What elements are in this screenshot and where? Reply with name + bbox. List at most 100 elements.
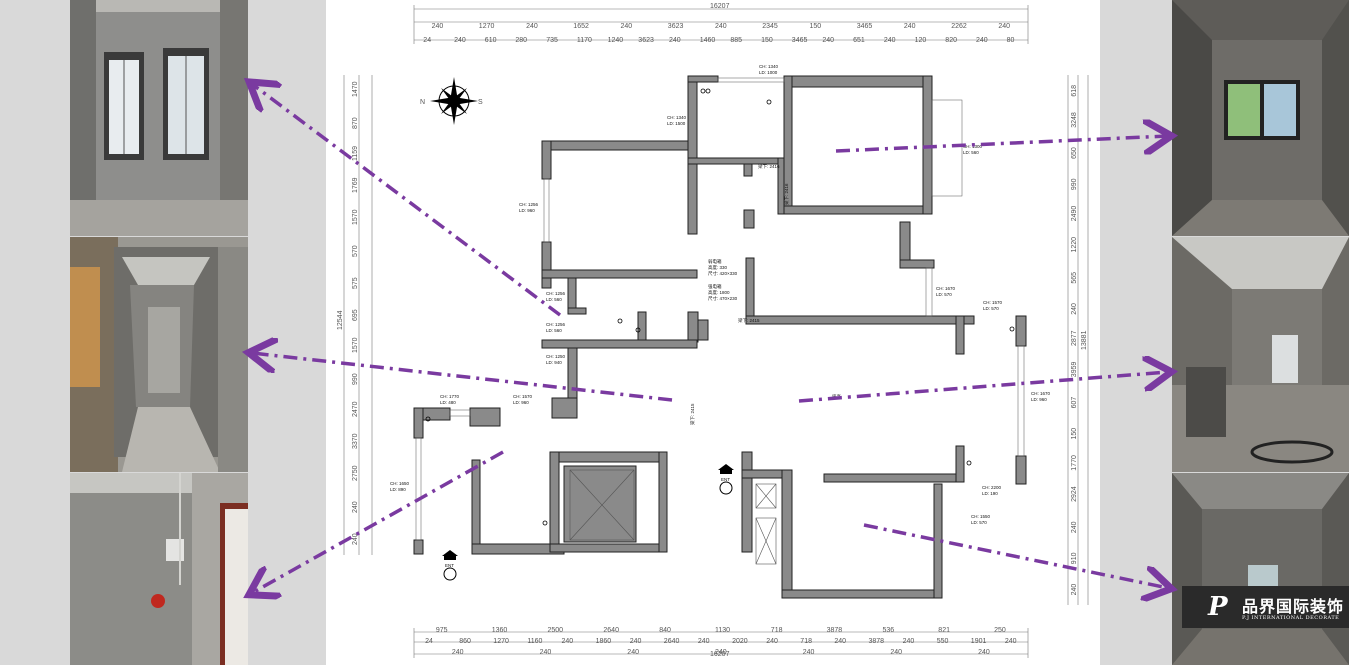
dim-label: 240	[526, 23, 538, 30]
total-width-bottom: 16207	[710, 651, 730, 658]
photo-bedroom	[1172, 473, 1349, 665]
label-elec1a: 高度: 330	[708, 264, 728, 271]
dim-label: 650	[1071, 147, 1078, 159]
dim-label: 1570	[352, 337, 359, 353]
entrance-icon	[718, 464, 734, 495]
dim-label: 150	[761, 37, 773, 44]
dim-label: 2020	[732, 638, 748, 645]
dim-label: 150	[1071, 428, 1078, 440]
dim-label: 3465	[792, 37, 808, 44]
dim-label: 3623	[638, 37, 654, 44]
dim-label: 1460	[700, 37, 716, 44]
dim-label: 240	[1071, 521, 1078, 533]
dim-label: 240	[834, 638, 846, 645]
label-w11: CH: 1670	[936, 286, 956, 291]
dim-label: 120	[915, 37, 927, 44]
label-w6: CH: 1256	[546, 322, 566, 327]
dim-label: 250	[994, 627, 1006, 634]
dim-label: 240	[884, 37, 896, 44]
dim-label: 240	[715, 23, 727, 30]
entrance-label-2: ENT	[445, 563, 454, 568]
dim-label: 1770	[1071, 455, 1078, 471]
label-beam2: 梁下: 2415	[738, 317, 760, 324]
dim-label: 2470	[352, 401, 359, 417]
label-w12b: LD: 570	[983, 306, 999, 311]
label-w2b: LD: 1500	[667, 121, 686, 126]
dim-label: 2345	[762, 23, 778, 30]
label-elec2b: 尺寸: 470×230	[708, 295, 738, 302]
dim-label: 150	[810, 23, 822, 30]
label-w4b: LD: 960	[519, 208, 535, 213]
dim-label: 240	[698, 638, 710, 645]
label-w7: CH: 1250	[546, 354, 566, 359]
dim-label: 240	[822, 37, 834, 44]
dim-label: 610	[485, 37, 497, 44]
label-w13: CH: 1670	[1031, 391, 1051, 396]
label-beam3: 梁下: 2416	[783, 183, 790, 205]
dim-label: 821	[938, 627, 950, 634]
dim-label: 280	[515, 37, 527, 44]
label-w6b: LD: 560	[546, 328, 562, 333]
label-w10b: LD: 890	[390, 487, 406, 492]
compass-s: S	[478, 99, 483, 106]
dim-label: 240	[803, 649, 815, 656]
label-w3: CH: 1300	[963, 144, 983, 149]
dim-label: 910	[1071, 552, 1078, 564]
right-dimensions	[1067, 75, 1089, 605]
photo-bedroom-window	[1172, 0, 1349, 236]
label-beam4: 梁下: 2415	[689, 403, 696, 425]
logo-english-name: P.J INTERNATIONAL DECORATE	[1242, 615, 1340, 621]
dim-label: 718	[771, 627, 783, 634]
dim-label: 240	[621, 23, 633, 30]
dim-label: 618	[1071, 85, 1078, 97]
label-w14b: LD: 190	[982, 491, 998, 496]
dim-label: 3465	[857, 23, 873, 30]
label-elec2a: 高度: 1800	[708, 289, 730, 296]
photo-living-room	[1172, 237, 1349, 472]
dim-label: 2924	[1071, 486, 1078, 502]
dim-label: 550	[937, 638, 949, 645]
photo-corridor	[70, 237, 248, 472]
dim-label: 870	[352, 117, 359, 129]
compass-n: N	[420, 99, 425, 106]
bottom-dimensions	[413, 628, 1029, 658]
dim-label: 990	[352, 373, 359, 385]
dim-label: 2750	[352, 465, 359, 481]
elevator-shaft-icon	[569, 469, 777, 565]
label-elec2: 强电箱	[708, 283, 722, 290]
dim-label: 607	[1071, 397, 1078, 409]
dim-label: 885	[730, 37, 742, 44]
dim-label: 1160	[527, 638, 542, 645]
dim-label: 1270	[479, 23, 495, 30]
label-w3b: LD: 560	[963, 150, 979, 155]
dim-label: 240	[352, 533, 359, 545]
fixture-points	[425, 88, 1015, 526]
left-total: 12544	[337, 310, 344, 330]
dim-label: 240	[352, 501, 359, 513]
dim-label: 240	[1005, 638, 1017, 645]
compass-icon	[430, 77, 478, 125]
label-w5b: LD: 560	[546, 297, 562, 302]
dim-label: 2490	[1071, 206, 1078, 222]
dim-label: 1270	[493, 638, 509, 645]
dim-label: 240	[890, 649, 902, 656]
label-w13b: LD: 960	[1031, 397, 1047, 402]
entrance-label-1: ENT	[721, 477, 730, 482]
dim-label: 718	[800, 638, 812, 645]
dim-label: 1220	[1071, 237, 1078, 253]
photo-window-room	[70, 0, 248, 236]
dim-label: 536	[883, 627, 895, 634]
dim-label: 1170	[577, 37, 592, 44]
dim-label: 240	[540, 649, 552, 656]
dim-label: 1240	[608, 37, 624, 44]
label-w7b: LD: 940	[546, 360, 562, 365]
dim-label: 575	[352, 277, 359, 289]
left-dim-col: 1470870115917691570570575695157099024703…	[352, 81, 359, 545]
label-w9b: LD: 960	[513, 400, 529, 405]
dim-label: 3959	[1071, 362, 1078, 378]
dim-label: 240	[998, 23, 1010, 30]
label-elec1: 弱电箱	[708, 258, 722, 265]
